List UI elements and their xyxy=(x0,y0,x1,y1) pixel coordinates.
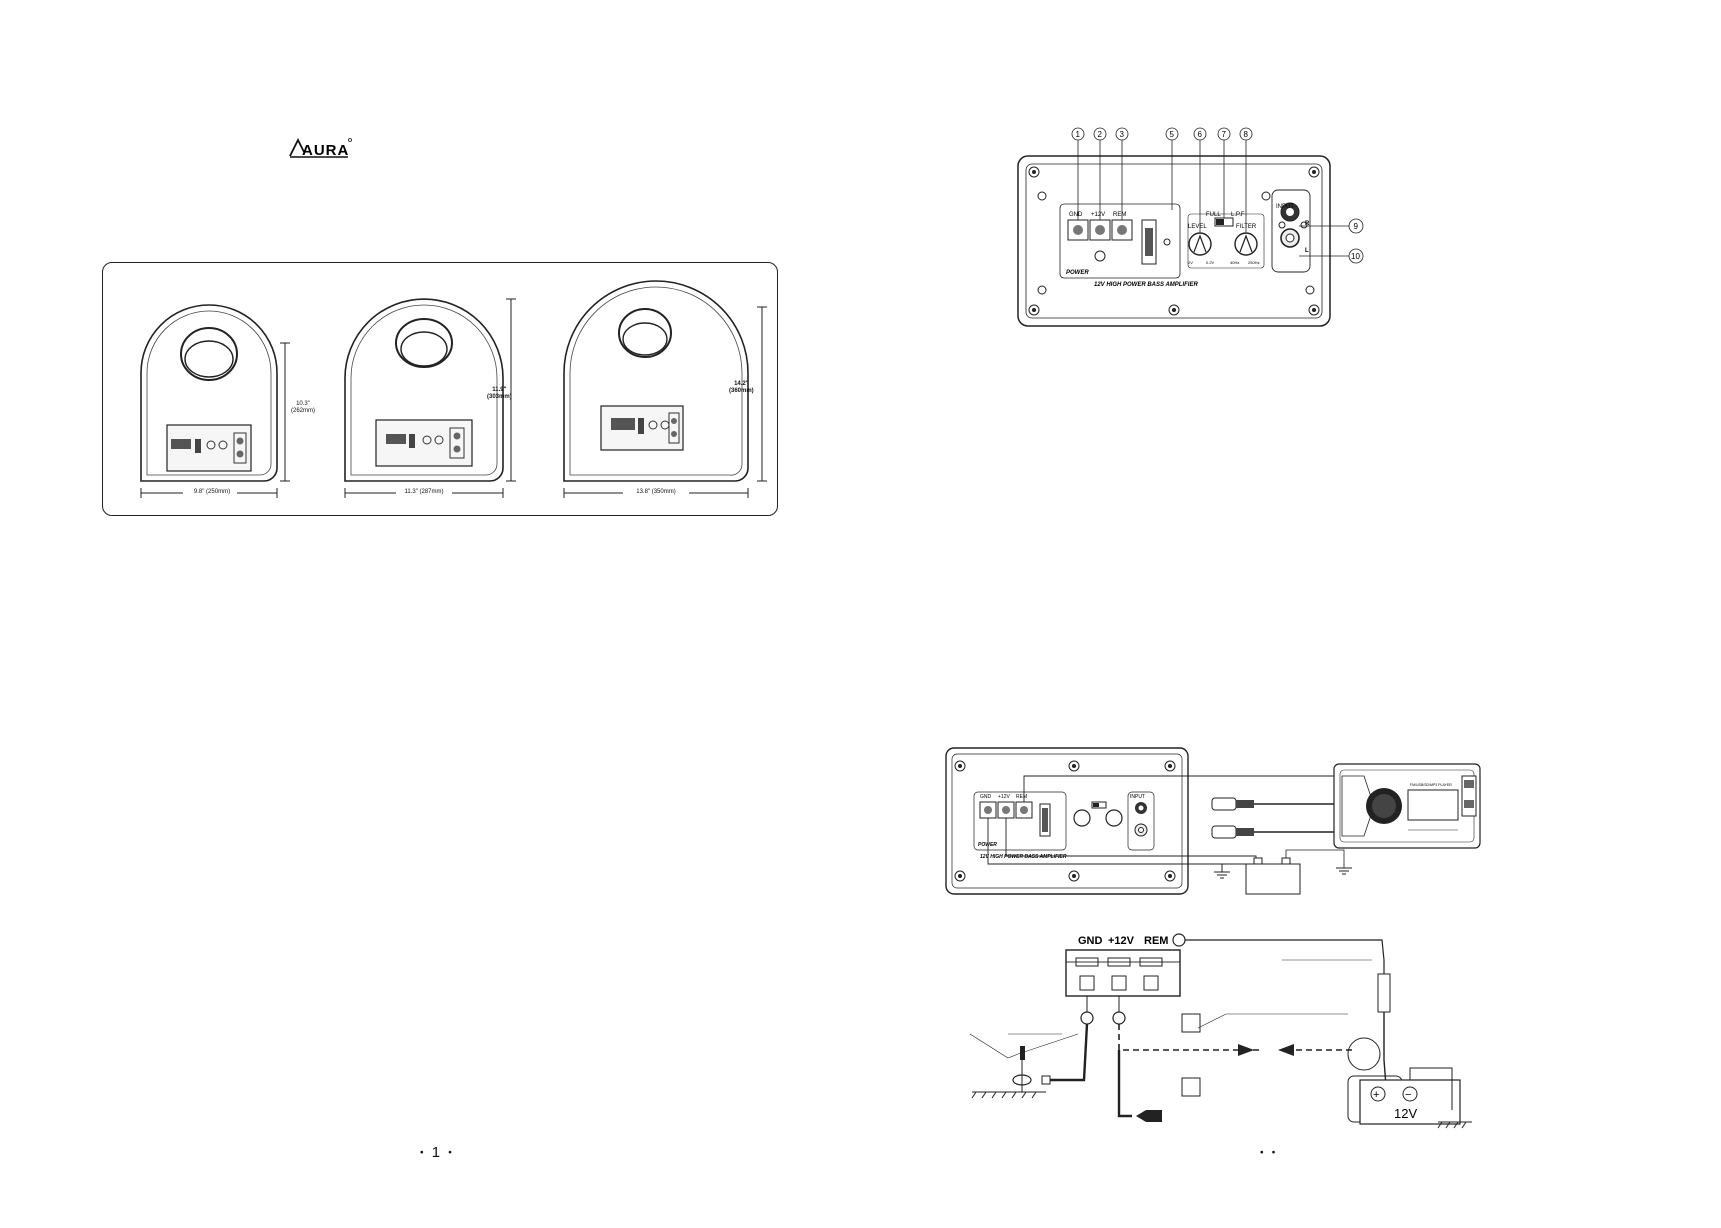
page-number-right: • • xyxy=(1260,1147,1278,1159)
callout-3: 3 xyxy=(1120,130,1125,139)
terminal-gnd-label: GND xyxy=(1069,212,1083,218)
callout-6: 6 xyxy=(1198,130,1203,139)
medium-width-label: 11.3" (287mm) xyxy=(404,489,444,495)
conn-input-label: INPUT xyxy=(1130,794,1145,800)
input-r-label: R xyxy=(1305,221,1310,227)
callout-2: 2 xyxy=(1098,130,1103,139)
headunit-display-text: FM/USB/SD/MP3 PLAYER xyxy=(1410,783,1452,787)
battery-voltage: 12V xyxy=(1394,1106,1417,1121)
callout-1: 1 xyxy=(1076,130,1081,139)
callout-9: 9 xyxy=(1354,222,1359,231)
small-width-label: 9.8" (250mm) xyxy=(193,489,231,495)
wiring-12v-label: +12V xyxy=(1108,935,1135,947)
conn-rem-label: REM xyxy=(1016,794,1027,800)
terminal-12v-label: +12V xyxy=(1091,212,1105,218)
filter-label: FILTER xyxy=(1236,224,1257,230)
enclosure-small xyxy=(140,304,290,498)
input-label: INPUT xyxy=(1276,204,1294,210)
conn-12v-label: +12V xyxy=(998,794,1010,800)
large-height-label: 14.2"(360mm) xyxy=(729,381,754,394)
conn-model-text: 12V HIGH POWER BASS AMPLIFIER xyxy=(980,854,1067,860)
wiring-rem-label: REM xyxy=(1144,935,1168,947)
battery-plus: + xyxy=(1373,1089,1379,1101)
brand-logo: AURA xyxy=(288,136,352,165)
switch-full-label: FULL xyxy=(1206,212,1221,218)
power-label: POWER xyxy=(1066,270,1089,276)
small-height-label: 10.3"(262mm) xyxy=(291,401,316,414)
battery-minus: − xyxy=(1405,1089,1411,1101)
filter-min: 40Hz xyxy=(1230,260,1239,265)
model-text: 12V HIGH POWER BASS AMPLIFIER xyxy=(1094,282,1198,288)
logo-text: AURA xyxy=(302,142,349,159)
switch-lpf-label: L.P.F xyxy=(1231,212,1245,218)
callout-7: 7 xyxy=(1222,130,1227,139)
dimensions-frame: 10.3"(262mm) 9.8" (250mm) 11.9"(303mm) 1… xyxy=(102,262,778,516)
enclosure-medium xyxy=(344,298,516,498)
connection-diagram: GND +12V REM POWER 12V HIGH POWER BASS A… xyxy=(945,747,1481,895)
level-min: 2V xyxy=(1188,260,1193,265)
enclosure-large xyxy=(563,280,767,498)
page-number-left: • 1 • xyxy=(420,1144,454,1161)
callout-10: 10 xyxy=(1351,252,1360,261)
callout-5: 5 xyxy=(1170,130,1175,139)
filter-max: 250Hz xyxy=(1248,260,1260,265)
input-l-label: L xyxy=(1305,248,1309,254)
right-page: 1 2 3 5 6 7 8 9 10 GND +12V REM POWER FU… xyxy=(860,0,1721,1228)
wiring-gnd-label: GND xyxy=(1078,935,1103,947)
callout-8: 8 xyxy=(1244,130,1249,139)
level-max: 0.2V xyxy=(1206,260,1215,265)
terminal-wiring-diagram: GND +12V REM xyxy=(969,933,1472,1129)
level-label: LEVEL xyxy=(1188,224,1207,230)
terminal-rem-label: REM xyxy=(1113,212,1126,218)
amp-panel-diagram: 1 2 3 5 6 7 8 9 10 GND +12V REM POWER FU… xyxy=(1017,127,1364,327)
medium-height-label: 11.9"(303mm) xyxy=(487,387,512,400)
large-width-label: 13.8" (350mm) xyxy=(636,489,676,495)
conn-gnd-label: GND xyxy=(980,794,992,800)
left-page: AURA xyxy=(0,0,860,1228)
